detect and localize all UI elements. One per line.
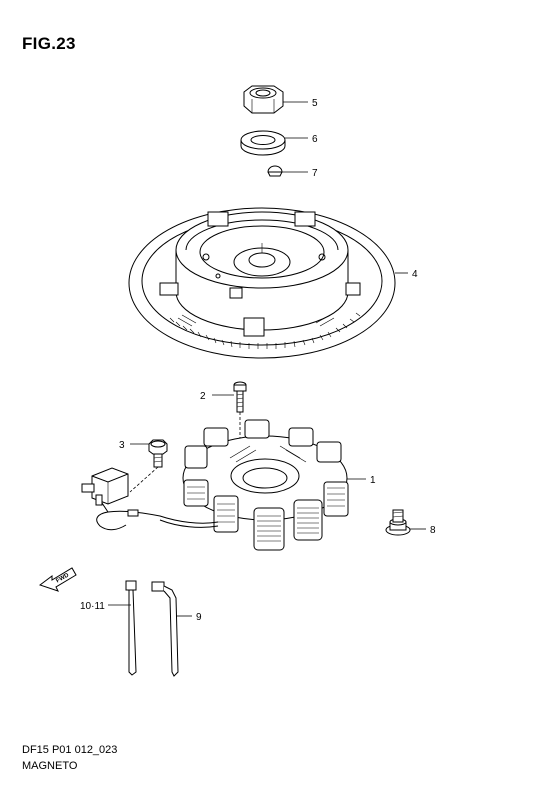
- callout-1: 1: [370, 475, 376, 486]
- key-part[interactable]: [267, 165, 283, 177]
- stator-part[interactable]: [182, 419, 349, 551]
- bolt-part[interactable]: [148, 439, 168, 468]
- drawing-name: MAGNETO: [22, 760, 78, 772]
- callout-2: 2: [200, 391, 206, 402]
- drawing-code: DF15 P01 012_023: [22, 744, 118, 756]
- flange-bolt-part[interactable]: [385, 509, 411, 536]
- nut-part[interactable]: [243, 85, 284, 114]
- callout-6: 6: [312, 134, 318, 145]
- callout-10-11: 10·11: [80, 601, 105, 612]
- washer-part[interactable]: [240, 130, 286, 156]
- cable-tie-long-part[interactable]: [151, 581, 179, 677]
- callout-5: 5: [312, 98, 318, 109]
- cable-tie-short-part[interactable]: [125, 580, 137, 676]
- callout-9: 9: [196, 612, 202, 623]
- flywheel-part[interactable]: [128, 207, 396, 359]
- screw-part[interactable]: [233, 381, 247, 413]
- fwd-direction-arrow: FWD: [38, 567, 77, 592]
- callout-7: 7: [312, 168, 318, 179]
- callout-3: 3: [119, 440, 125, 451]
- figure-title: FIG.23: [22, 34, 76, 53]
- callout-8: 8: [430, 525, 436, 536]
- connector-part[interactable]: [81, 467, 129, 506]
- callout-4: 4: [412, 269, 418, 280]
